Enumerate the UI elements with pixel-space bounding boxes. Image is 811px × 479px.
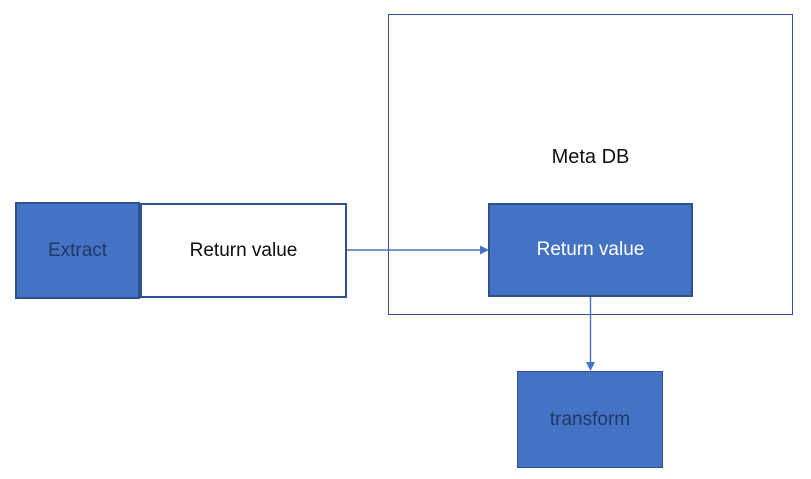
extract-node-label: Extract [47,239,108,261]
transform-node-label: transform [549,408,631,430]
extract-node: Extract [15,202,140,299]
return-value-left-label: Return value [189,239,298,261]
return-value-left-node: Return value [140,203,347,298]
return-value-db-node: Return value [488,203,693,297]
transform-node: transform [517,371,663,468]
return-value-db-label: Return value [536,239,645,260]
meta-db-label: Meta DB [551,146,630,168]
